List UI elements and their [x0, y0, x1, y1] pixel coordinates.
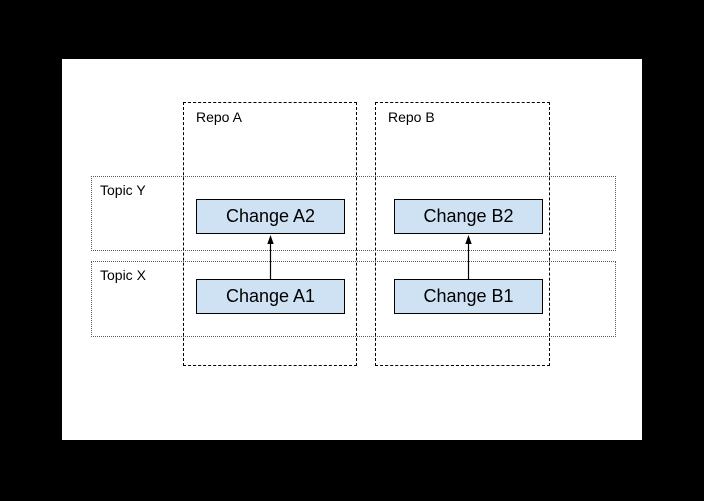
topic-x-label: Topic X — [100, 267, 146, 283]
change-b1-node: Change B1 — [394, 279, 543, 314]
repo-a-label: Repo A — [196, 109, 242, 125]
diagram-canvas: Repo A Repo B Topic Y Topic X Change A2 … — [62, 59, 642, 440]
topic-y-row-box: Topic Y — [91, 176, 616, 251]
topic-x-row-box: Topic X — [91, 261, 616, 337]
repo-b-label: Repo B — [388, 109, 435, 125]
change-a2-node: Change A2 — [196, 199, 345, 234]
repo-a-group-box: Repo A — [183, 102, 357, 366]
topic-y-label: Topic Y — [100, 182, 146, 198]
change-b2-node: Change B2 — [394, 199, 543, 234]
change-a1-node: Change A1 — [196, 279, 345, 314]
repo-b-group-box: Repo B — [375, 102, 550, 366]
